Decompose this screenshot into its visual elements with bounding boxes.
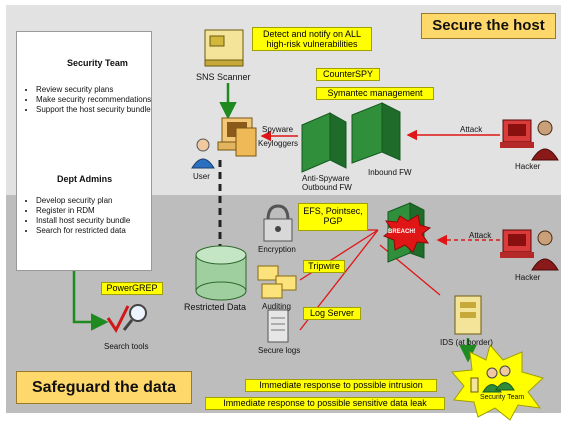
spyware-label: Spyware — [262, 125, 294, 134]
lock-icon — [263, 204, 293, 242]
ids-label: IDS (at border) — [440, 338, 493, 347]
roles-panel: Security Team Review security plans Make… — [16, 31, 152, 271]
leak-response-callout: Immediate response to possible sensitive… — [205, 397, 445, 410]
sns-scanner-label: SNS Scanner — [196, 72, 251, 82]
auditing-label: Auditing — [262, 302, 291, 311]
secure-logs-label: Secure logs — [258, 346, 301, 355]
outbound-firewall-icon — [301, 112, 347, 173]
detect-callout: Detect and notify on ALL high-risk vulne… — [252, 27, 372, 51]
list-item: Install host security bundle — [36, 216, 154, 226]
inbound-fw-label: Inbound FW — [368, 168, 412, 177]
host-hacker-label: Hacker — [515, 162, 541, 171]
admins-to-search-arrow — [72, 270, 109, 331]
list-item: Register in RDM — [36, 206, 154, 216]
security-team-label: Security Team — [480, 394, 525, 401]
counterspy-callout: CounterSPY — [316, 68, 380, 81]
symantec-callout: Symantec management — [316, 87, 434, 100]
log-server-icon — [267, 309, 289, 343]
search-tools-icon — [106, 304, 147, 333]
security-team-burst — [450, 343, 544, 421]
list-item: Develop security plan — [36, 196, 154, 206]
powergrep-callout: PowerGREP — [101, 282, 163, 295]
workstation-icon — [217, 117, 257, 157]
security-team-list: Review security plans Make security reco… — [25, 85, 154, 115]
outbound-fw-label: Outbound FW — [302, 183, 352, 192]
host-hacker-icon — [500, 119, 559, 161]
secure-host-title: Secure the host — [421, 13, 556, 39]
keyloggers-label: Keyloggers — [258, 139, 299, 148]
efs-callout: EFS, Pointsec, PGP — [298, 203, 368, 231]
security-team-heading: Security Team — [67, 58, 128, 68]
list-item: Search for restricted data — [36, 226, 154, 236]
breach-burst-icon — [382, 214, 432, 253]
user-label: User — [193, 172, 210, 181]
host-attack-label: Attack — [460, 125, 483, 134]
encryption-label: Encryption — [258, 245, 296, 254]
list-item: Make security recommendations — [36, 95, 154, 105]
data-hacker-label: Hacker — [515, 273, 541, 282]
data-attack-label: Attack — [469, 231, 492, 240]
search-tools-label: Search tools — [104, 342, 149, 351]
security-team-people-icon — [470, 365, 515, 393]
intrusion-response-callout: Immediate response to possible intrusion — [245, 379, 437, 392]
user-icon — [191, 138, 215, 169]
dept-admins-heading: Dept Admins — [57, 174, 113, 184]
tripwire-callout: Tripwire — [303, 260, 345, 273]
breach-label: BREACH! — [388, 229, 416, 235]
folders-icon — [257, 265, 297, 299]
anti-spyware-label: Anti-Spyware — [302, 174, 350, 183]
inbound-firewall-icon — [351, 102, 401, 164]
restricted-data-label: Restricted Data — [184, 302, 247, 312]
safeguard-data-title: Safeguard the data — [16, 371, 192, 404]
data-hacker-icon — [500, 229, 559, 271]
list-item: Review security plans — [36, 85, 154, 95]
scanner-icon — [204, 29, 244, 67]
ids-icon — [454, 295, 482, 335]
log-server-callout: Log Server — [303, 307, 361, 320]
dept-admins-list: Develop security plan Register in RDM In… — [25, 196, 154, 236]
list-item: Support the host security bundle — [36, 105, 154, 115]
database-icon — [195, 245, 247, 301]
